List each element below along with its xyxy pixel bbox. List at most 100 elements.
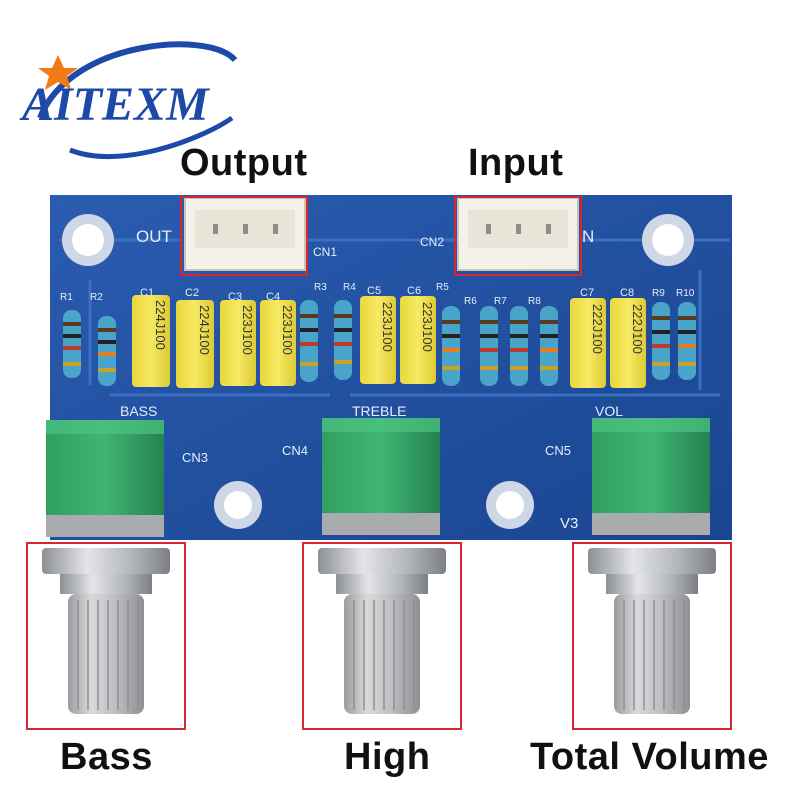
resistor xyxy=(540,306,558,386)
resistor xyxy=(442,306,460,386)
pot-body xyxy=(322,418,440,513)
pot-body xyxy=(46,420,164,515)
pot-shaft xyxy=(68,594,144,714)
logo-swoosh-bottom xyxy=(69,115,234,160)
input-callout: Input xyxy=(468,142,564,184)
c8-label: C8 xyxy=(620,287,634,299)
c8-marking: 222J100 xyxy=(630,304,645,354)
capacitors: 224J100 224J100 223J100 223J100 223J100 … xyxy=(132,295,646,388)
pot-base xyxy=(46,515,164,537)
resistor xyxy=(678,302,696,380)
high-highlight-box xyxy=(302,542,462,730)
mounting-hole-center xyxy=(496,491,524,519)
pot-bushing xyxy=(606,574,698,594)
mounting-holes xyxy=(62,214,694,529)
r7-label: R7 xyxy=(494,296,507,307)
capacitor-c3 xyxy=(220,300,256,386)
pot-nut xyxy=(588,548,716,574)
r10-label: R10 xyxy=(676,288,695,299)
c7-label: C7 xyxy=(580,287,594,299)
volume-highlight-box xyxy=(572,542,732,730)
c2-label: C2 xyxy=(185,287,199,299)
output-connector xyxy=(184,197,306,271)
output-callout: Output xyxy=(180,142,308,184)
pot-base xyxy=(322,513,440,535)
input-highlight-box xyxy=(454,196,582,276)
r2-label: R2 xyxy=(90,292,103,303)
output-highlight-box xyxy=(180,196,308,276)
c7-marking: 222J100 xyxy=(590,304,605,354)
r1-label: R1 xyxy=(60,292,73,303)
c4-marking: 223J100 xyxy=(280,305,295,355)
connector-pin xyxy=(516,224,521,234)
out-label: OUT xyxy=(136,227,172,246)
pot-shaft xyxy=(344,594,420,714)
connector-pin xyxy=(213,224,218,234)
pot-base xyxy=(592,513,710,535)
r8-label: R8 xyxy=(528,296,541,307)
capacitor-c6 xyxy=(400,296,436,384)
c3-marking: 223J100 xyxy=(240,305,255,355)
resistor xyxy=(63,310,81,378)
connector-pin xyxy=(546,224,551,234)
input-connector xyxy=(457,197,579,271)
vol-silk-label: VOL xyxy=(595,403,623,419)
r9-label: R9 xyxy=(652,288,665,299)
c2-marking: 224J100 xyxy=(197,305,212,355)
total-volume-callout: Total Volume xyxy=(530,736,769,778)
cn4-label: CN4 xyxy=(282,443,308,458)
capacitor-c1 xyxy=(132,295,170,387)
high-callout: High xyxy=(344,736,431,778)
pot-body xyxy=(592,418,710,513)
bass-callout: Bass xyxy=(60,736,153,778)
logo-text: AITEXM xyxy=(19,78,211,131)
resistors xyxy=(63,300,696,386)
logo-star-icon xyxy=(38,55,78,90)
capacitor-c5 xyxy=(360,296,396,384)
bass-highlight-box xyxy=(26,542,186,730)
mounting-hole-center xyxy=(72,224,104,256)
r3-label: R3 xyxy=(314,282,327,293)
cn2-label: CN2 xyxy=(420,235,444,249)
c6-marking: 223J100 xyxy=(420,302,435,352)
resistor xyxy=(334,300,352,380)
pot-bushing xyxy=(336,574,428,594)
connector-pin xyxy=(243,224,248,234)
capacitor-c7 xyxy=(570,298,606,388)
treble-silk-label: TREBLE xyxy=(352,403,406,419)
resistor xyxy=(98,316,116,386)
cn5-label: CN5 xyxy=(545,443,571,458)
cn1-label: CN1 xyxy=(313,245,337,259)
logo-swoosh-top xyxy=(37,41,238,120)
board-mark: V3 xyxy=(560,515,578,532)
r6-label: R6 xyxy=(464,296,477,307)
in-label: N xyxy=(582,227,594,246)
resistor xyxy=(652,302,670,380)
r4-label: R4 xyxy=(343,282,356,293)
pot-nut xyxy=(318,548,446,574)
resistor xyxy=(480,306,498,386)
connector-pin xyxy=(486,224,491,234)
capacitor-c4 xyxy=(260,300,296,386)
c6-label: C6 xyxy=(407,285,421,297)
brand-logo: AITEXM xyxy=(19,41,238,160)
pot-bushing xyxy=(60,574,152,594)
connector-pin xyxy=(273,224,278,234)
potentiometer-bass xyxy=(42,420,170,714)
cn3-label: CN3 xyxy=(182,450,208,465)
capacitor-c2 xyxy=(176,300,214,388)
c5-marking: 223J100 xyxy=(380,302,395,352)
pot-shaft xyxy=(614,594,690,714)
resistor xyxy=(510,306,528,386)
resistor xyxy=(300,300,318,382)
c5-label: C5 xyxy=(367,285,381,297)
silkscreen: OUT N CN1 CN2 CN3 CN4 CN5 BASS TREBLE VO… xyxy=(60,227,695,532)
potentiometer-treble xyxy=(318,418,446,714)
potentiometer-volume xyxy=(588,418,716,714)
mounting-hole-center xyxy=(652,224,684,256)
mounting-hole-center xyxy=(224,491,252,519)
capacitor-c8 xyxy=(610,298,646,388)
bass-silk-label: BASS xyxy=(120,403,157,419)
pot-nut xyxy=(42,548,170,574)
